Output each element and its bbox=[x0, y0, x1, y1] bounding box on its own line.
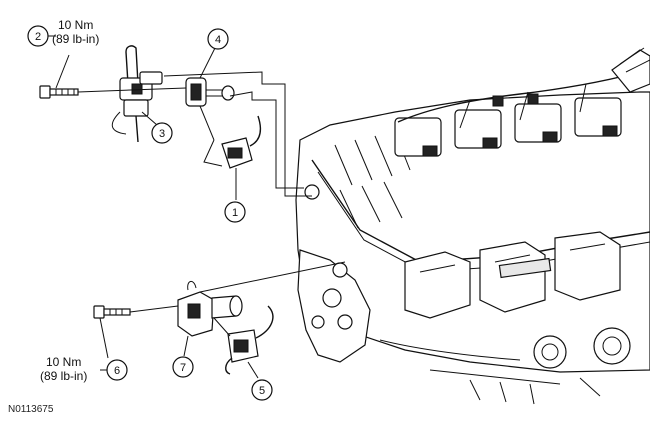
callout-7: 7 bbox=[172, 356, 194, 378]
svg-text:1: 1 bbox=[232, 207, 238, 219]
svg-text:3: 3 bbox=[159, 128, 165, 140]
callout-2: 2 bbox=[27, 25, 56, 47]
callout-3: 3 bbox=[151, 122, 173, 144]
svg-text:4: 4 bbox=[215, 34, 221, 46]
svg-text:7: 7 bbox=[180, 362, 186, 374]
lower-connector bbox=[225, 305, 274, 379]
upper-bolt bbox=[39, 54, 79, 99]
svg-text:2: 2 bbox=[35, 31, 41, 43]
svg-text:5: 5 bbox=[259, 385, 265, 397]
callout-4: 4 bbox=[207, 28, 229, 50]
lower-sensor bbox=[177, 281, 243, 357]
torque-upper-imperial: (89 lb-in) bbox=[52, 32, 100, 46]
callout-5: 5 bbox=[251, 379, 273, 401]
torque-spec-lower: 10 Nm (89 lb-in) bbox=[40, 355, 87, 383]
torque-lower-metric: 10 Nm bbox=[46, 355, 82, 369]
callout-1: 1 bbox=[224, 201, 246, 223]
figure-reference-id: N0113675 bbox=[8, 404, 54, 415]
upper-connector bbox=[221, 115, 262, 200]
lower-alignment-lines bbox=[129, 261, 346, 337]
upper-gasket bbox=[185, 47, 235, 107]
engine-assembly bbox=[295, 47, 650, 405]
upper-alignment-lines bbox=[77, 71, 312, 197]
callout-6: 6 bbox=[100, 359, 128, 381]
torque-upper-metric: 10 Nm bbox=[58, 18, 94, 32]
svg-text:6: 6 bbox=[114, 365, 120, 377]
torque-spec-upper: 10 Nm (89 lb-in) bbox=[52, 18, 99, 46]
torque-lower-imperial: (89 lb-in) bbox=[40, 369, 88, 383]
lower-bolt bbox=[93, 305, 131, 359]
